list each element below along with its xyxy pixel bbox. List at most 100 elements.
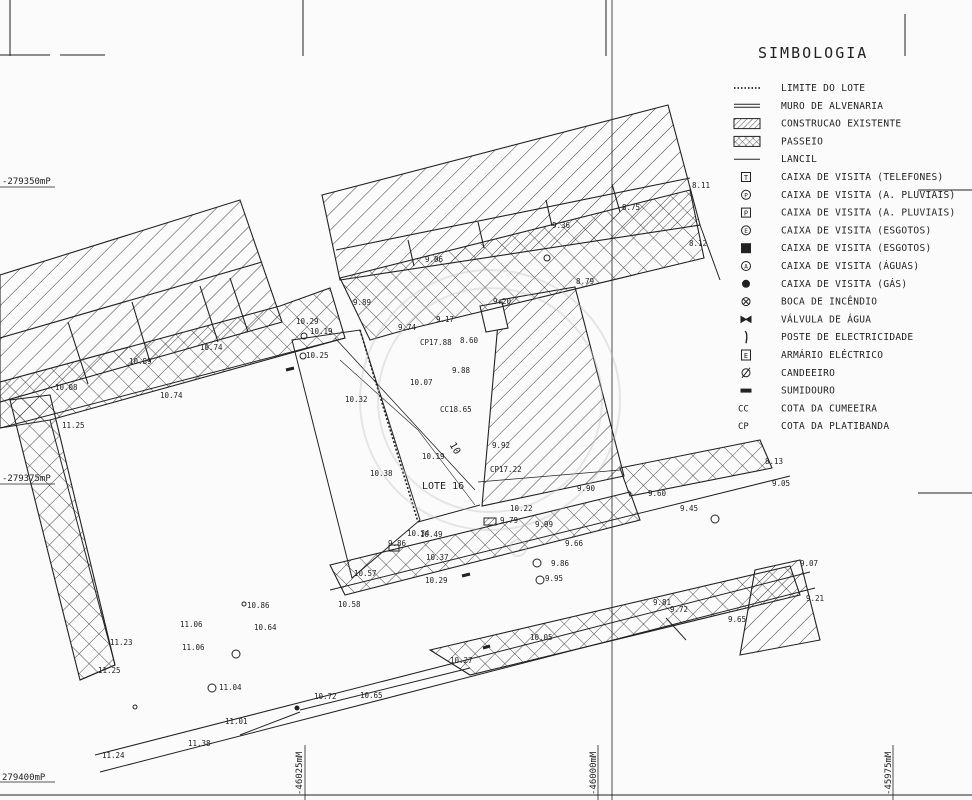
spot-height-label: CC18.65 bbox=[440, 405, 472, 414]
p-circle-icon: P bbox=[741, 189, 751, 200]
circle-x-icon bbox=[741, 297, 751, 307]
spot-height-label: 9.90 bbox=[577, 484, 596, 493]
legend-item-label: BOCA DE INCÊNDIO bbox=[781, 296, 877, 308]
spot-height-label: 10.86 bbox=[247, 601, 270, 610]
legend-item: MURO DE ALVENARIA bbox=[734, 101, 883, 112]
spot-height-label: 10.25 bbox=[306, 351, 329, 360]
filled-circle-icon bbox=[742, 279, 750, 288]
spot-height-label: 9.95 bbox=[545, 574, 563, 583]
spot-height-label: 11.04 bbox=[219, 683, 242, 692]
spot-height-label: 9.06 bbox=[425, 255, 444, 264]
legend-item-label: PASSEIO bbox=[781, 136, 823, 147]
legend-item-label: MURO DE ALVENARIA bbox=[781, 101, 883, 112]
legend-item: PASSEIO bbox=[733, 135, 823, 147]
spot-height-label: 9.07 bbox=[800, 559, 818, 568]
spot-height-label: CP17.88 bbox=[420, 338, 452, 347]
spot-height-label: 10.49 bbox=[420, 530, 443, 539]
spot-height-label: 11.38 bbox=[188, 739, 211, 748]
spot-height-label: 9.86 bbox=[551, 559, 570, 568]
legend-item: LIMITE DO LOTE bbox=[734, 83, 865, 94]
grid-label-x2: -46000mM bbox=[589, 751, 599, 795]
spot-height-label: 10.89 bbox=[129, 357, 152, 366]
spot-height-label: 8.60 bbox=[460, 336, 479, 345]
spot-height-label: 10.57 bbox=[354, 569, 377, 578]
road-kerbs bbox=[0, 224, 816, 773]
lot-parcel bbox=[291, 329, 621, 579]
spot-height-label: 9.79 bbox=[500, 516, 518, 525]
spot-height-label: 9.45 bbox=[680, 504, 698, 513]
drain-icon bbox=[740, 388, 752, 393]
spot-height-label: 9.65 bbox=[728, 615, 746, 624]
grid-label-y1: -279350mP bbox=[2, 177, 51, 187]
spot-height-label: 9.89 bbox=[353, 298, 371, 307]
legend-item-label: POSTE DE ELECTRICIDADE bbox=[781, 332, 913, 343]
legend-item-label: COTA DA CUMEEIRA bbox=[781, 403, 877, 414]
legend-item: T CAIXA DE VISITA (TELEFONES) bbox=[741, 172, 944, 183]
spot-height-label: 9.66 bbox=[565, 539, 584, 548]
legend-code-cp: CP bbox=[738, 422, 749, 432]
cc-text-icon: CC bbox=[738, 404, 749, 414]
spot-height-label: 8.12 bbox=[689, 239, 707, 248]
crosshatch-icon bbox=[733, 135, 761, 147]
spot-height-label: 10.64 bbox=[254, 623, 277, 632]
spot-height-label: 9.99 bbox=[535, 520, 553, 529]
spot-height-label: 10.37 bbox=[426, 553, 449, 562]
spot-height-label: 11.06 bbox=[182, 643, 205, 652]
legend-item-label: SUMIDOURO bbox=[781, 386, 835, 397]
legend-item: BOCA DE INCÊNDIO bbox=[741, 296, 877, 308]
legend-item: P CAIXA DE VISITA (A. PLUVIAIS) bbox=[741, 207, 956, 219]
spot-height-label: 9.92 bbox=[492, 441, 510, 450]
double-line-icon bbox=[734, 103, 760, 108]
spot-height-label: 10.74 bbox=[160, 391, 183, 400]
legend-item-label: CAIXA DE VISITA (ESGOTOS) bbox=[781, 243, 932, 254]
spot-height-label: 9.86 bbox=[388, 539, 407, 548]
legend-item: POSTE DE ELECTRICIDADE bbox=[744, 330, 913, 344]
spot-height-label: 9.74 bbox=[398, 323, 417, 332]
legend-item: CAIXA DE VISITA (GÁS) bbox=[742, 278, 907, 290]
spot-height-label: 10.38 bbox=[370, 469, 393, 478]
spot-height-label: 11.23 bbox=[110, 638, 133, 647]
spot-height-label: 10.74 bbox=[200, 343, 223, 352]
spot-height-label: 10.29 bbox=[296, 317, 319, 326]
legend-item: E ARMÁRIO ELÉCTRICO bbox=[741, 349, 883, 361]
legend-item-label: CAIXA DE VISITA (TELEFONES) bbox=[781, 172, 944, 183]
pole-icon bbox=[744, 330, 748, 344]
svg-text:A: A bbox=[744, 264, 748, 271]
legend-item-label: CAIXA DE VISITA (A. PLUVIAIS) bbox=[781, 208, 956, 219]
svg-text:T: T bbox=[744, 174, 749, 182]
spot-heights: 8.118.758.129.369.068.799.209.178.609.74… bbox=[55, 181, 824, 760]
spot-height-label: 9.05 bbox=[772, 479, 790, 488]
spot-height-label: 10.22 bbox=[510, 504, 533, 513]
svg-text:P: P bbox=[744, 210, 748, 218]
grid-label-x3: -45975mM bbox=[884, 751, 894, 795]
valve-icon bbox=[740, 315, 752, 324]
filled-square-icon bbox=[741, 243, 751, 254]
legend-item-label: ARMÁRIO ELÉCTRICO bbox=[781, 349, 883, 361]
lot-label: LOTE 16 bbox=[422, 481, 464, 492]
spot-height-label: 9.88 bbox=[452, 366, 471, 375]
legend-item-label: CAIXA DE VISITA (GÁS) bbox=[781, 278, 907, 290]
survey-symbols bbox=[132, 254, 720, 711]
cp-text-icon: CP bbox=[738, 422, 749, 432]
slash-circle-icon bbox=[741, 367, 751, 379]
grid-label-y2: -279375mP bbox=[2, 474, 51, 484]
e-box-icon: E bbox=[741, 349, 751, 361]
spot-height-label: 10.65 bbox=[360, 691, 383, 700]
spot-height-label: 8.13 bbox=[765, 457, 783, 466]
svg-text:P: P bbox=[744, 192, 748, 199]
spot-height-label: 10.19 bbox=[310, 327, 333, 336]
spot-height-label: 8.79 bbox=[576, 277, 594, 286]
spot-height-label: 10.27 bbox=[450, 656, 473, 665]
spot-height-label: 10.29 bbox=[425, 576, 448, 585]
legend-item: CAIXA DE VISITA (ESGOTOS) bbox=[741, 243, 932, 254]
legend-item-label: CONSTRUCAO EXISTENTE bbox=[781, 119, 901, 130]
spot-height-label: 11.25 bbox=[62, 421, 85, 430]
lot-number: 10 bbox=[447, 441, 463, 457]
hatch-icon bbox=[733, 118, 761, 130]
legend-item-label: VÁLVULA DE ÁGUA bbox=[781, 313, 871, 325]
spot-height-label: 11.24 bbox=[102, 751, 125, 760]
legend-item: VÁLVULA DE ÁGUA bbox=[740, 313, 871, 325]
